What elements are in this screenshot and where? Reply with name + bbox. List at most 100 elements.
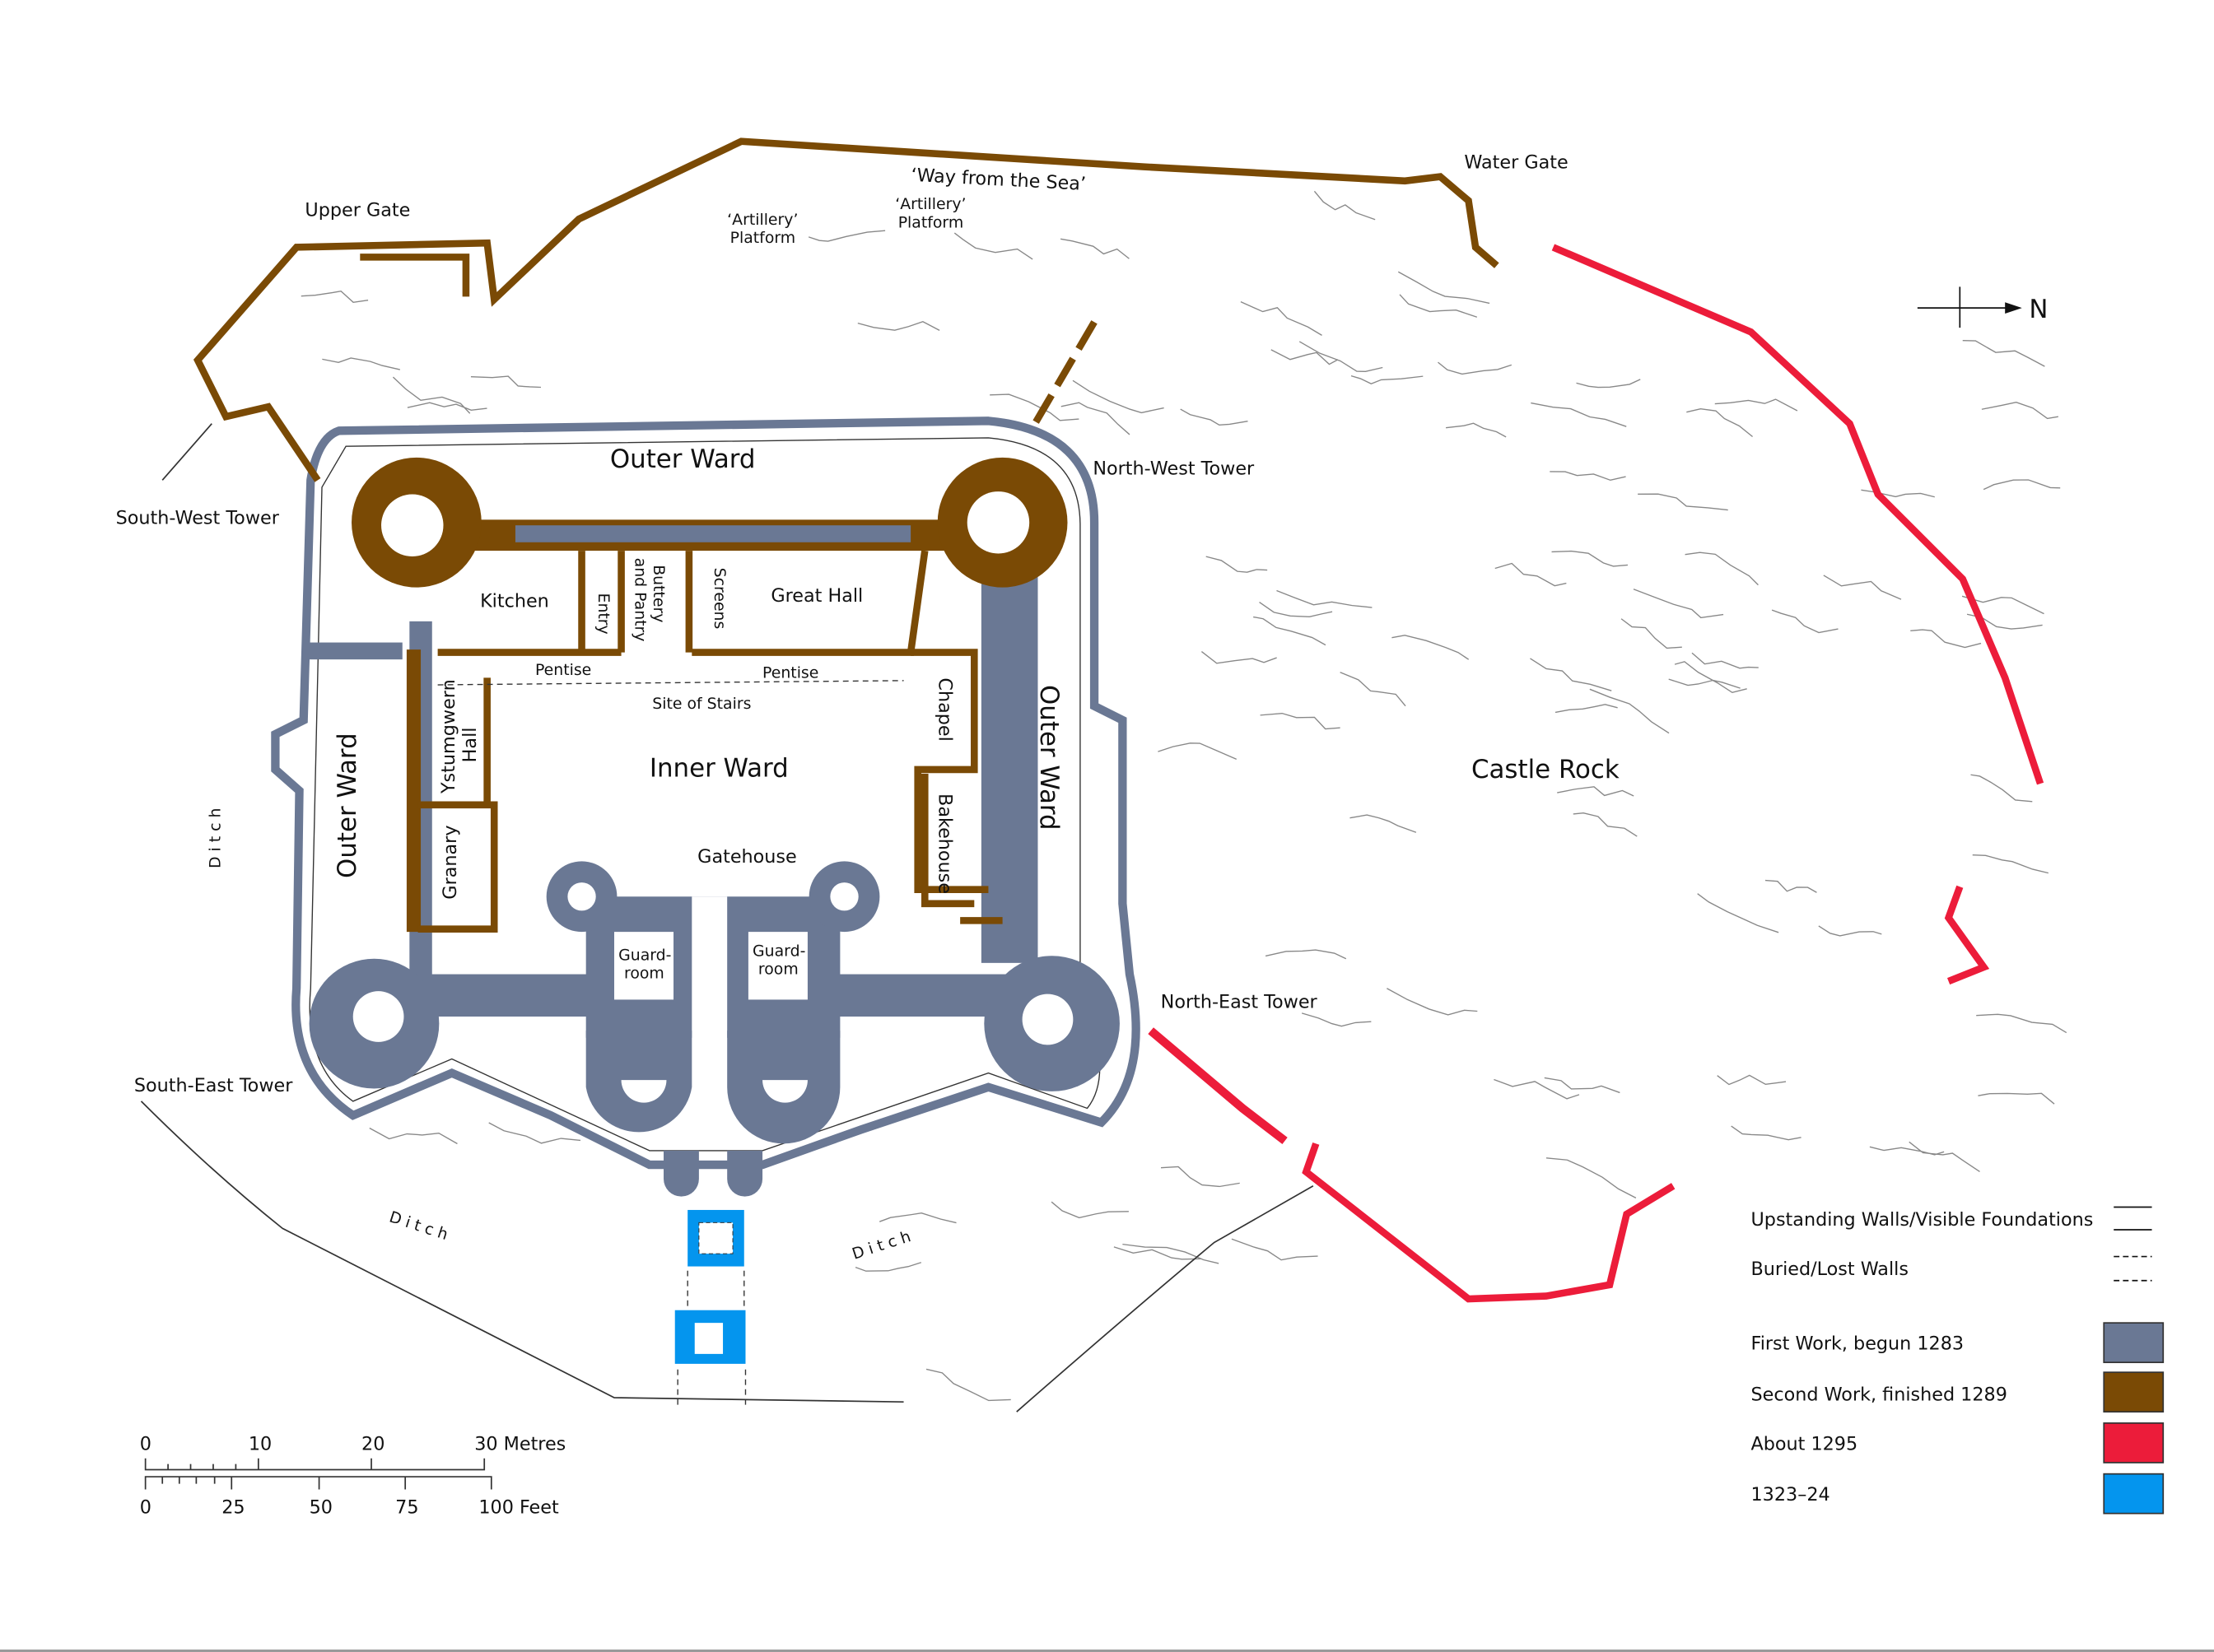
contour-line [1494,562,1567,587]
gate-1323-outer-void [698,1222,734,1254]
d-tower-left-room [621,1080,667,1103]
legend: Upstanding Walls/Visible Foundations Bur… [1751,1206,2165,1515]
guardroom-left [613,932,674,1000]
contour-line [1494,1078,1580,1100]
north-west-tower-room [967,491,1030,554]
contour-line [1313,190,1376,221]
south-wall-1295 [1148,1027,1288,1145]
contour-line [1387,988,1478,1016]
contour-line [879,1212,957,1224]
contour-line [855,1262,922,1272]
contour-line [1240,300,1322,336]
arrow-head-icon [2005,302,2022,314]
contour-line [1638,493,1728,511]
gate-passage [692,896,728,1123]
scale-ft-50: 50 [310,1497,333,1519]
label-way-from-sea: ‘Way from the Sea’ [911,165,1087,195]
contour-line [1976,1013,2067,1034]
contour-line [1544,1077,1620,1094]
north-arrow: N [1917,286,2048,328]
label-guardroom-1b: room [624,965,664,983]
contour-line [1910,629,1982,649]
contour-line [392,376,471,414]
contour-line [1550,471,1626,482]
label-pentise-1: Pentise [535,661,591,679]
stair-left [567,882,596,911]
bottom-rule [0,1650,2214,1652]
guardroom-right [748,932,808,1000]
label-guardroom-1: Guard- [618,946,671,964]
inner-buildings [417,550,1003,933]
scale-m-0: 0 [140,1433,151,1454]
contour-line [1446,422,1507,438]
contour-line [1551,550,1629,567]
contour-line [1869,1146,1945,1156]
legend-buried: Buried/Lost Walls [1751,1259,1909,1280]
east-curtain-left [409,974,594,1017]
contour-line [808,230,886,242]
label-outer-ward-right: Outer Ward [1034,685,1064,831]
label-site-of-stairs: Site of Stairs [652,695,751,713]
contour-line [1298,341,1383,372]
contour-line [1633,589,1724,619]
contour-line [1340,672,1406,707]
north-sea-wall-1295 [1551,244,2044,785]
contour-line [857,321,940,331]
label-ystumgwern: Ystumgwern [438,679,459,794]
contour-line [1691,652,1759,669]
contour-line [488,1122,581,1144]
upper-gate-walls [360,254,470,297]
cross-wall [1028,320,1098,433]
label-guardroom-2: Guard- [753,942,805,960]
label-bakehouse: Bakehouse [934,793,955,894]
contour-line [1231,1238,1318,1261]
scale-m-10: 10 [249,1433,272,1454]
legend-swatch-first-work [2103,1322,2165,1364]
label-artillery-1: ‘Artillery’ [727,211,798,229]
label-platform-1: Platform [730,229,796,247]
label-artillery-2: ‘Artillery’ [895,195,966,213]
label-upper-gate: Upper Gate [305,200,410,221]
contour-line [1180,408,1248,426]
ditch-edge-line-right [1016,1185,1314,1412]
legend-swatch-1323 [2103,1473,2165,1515]
contour-line [1697,893,1779,933]
contour-line [990,393,1079,421]
contour-line [1620,618,1682,649]
contour-line [1260,712,1340,730]
contour-line [1253,616,1326,646]
left-outer-curtain [303,642,403,660]
contour-line [1397,271,1490,305]
label-south-west-tower: South-West Tower [116,508,280,529]
legend-second-work: Second Work, finished 1289 [1751,1384,2007,1405]
ditch-edge-line [140,1101,904,1403]
contour-line [369,1127,458,1145]
contour-line [1158,742,1238,761]
legend-1323: 1323–24 [1751,1484,1830,1505]
contour-line [1818,925,1882,937]
label-ystumgwern-hall: Hall [459,728,481,763]
south-east-tower-room [352,991,404,1042]
label-ditch-bottom-right: D i t c h [850,1227,913,1263]
way-from-sea-wall [193,137,1499,482]
contour-line [1970,774,2033,803]
contour-line [1764,879,1817,893]
contour-line [1051,1201,1129,1219]
contour-line [1668,678,1741,689]
contour-line [1674,661,1747,694]
path-line [161,423,212,481]
label-inner-ward: Inner Ward [650,753,789,783]
south-wall-1295-b [1302,1142,1676,1303]
contour-line [1122,1243,1219,1264]
contour-line [1573,812,1638,837]
scale-ft-75: 75 [395,1497,418,1519]
label-great-hall: Great Hall [771,585,863,607]
contour-line [1399,294,1478,318]
north-curtain [981,551,1038,963]
contour-line [1978,1092,2055,1105]
north-east-tower-room [1022,994,1074,1045]
contour-line [1685,551,1759,586]
legend-first-work: First Work, begun 1283 [1751,1333,1965,1355]
